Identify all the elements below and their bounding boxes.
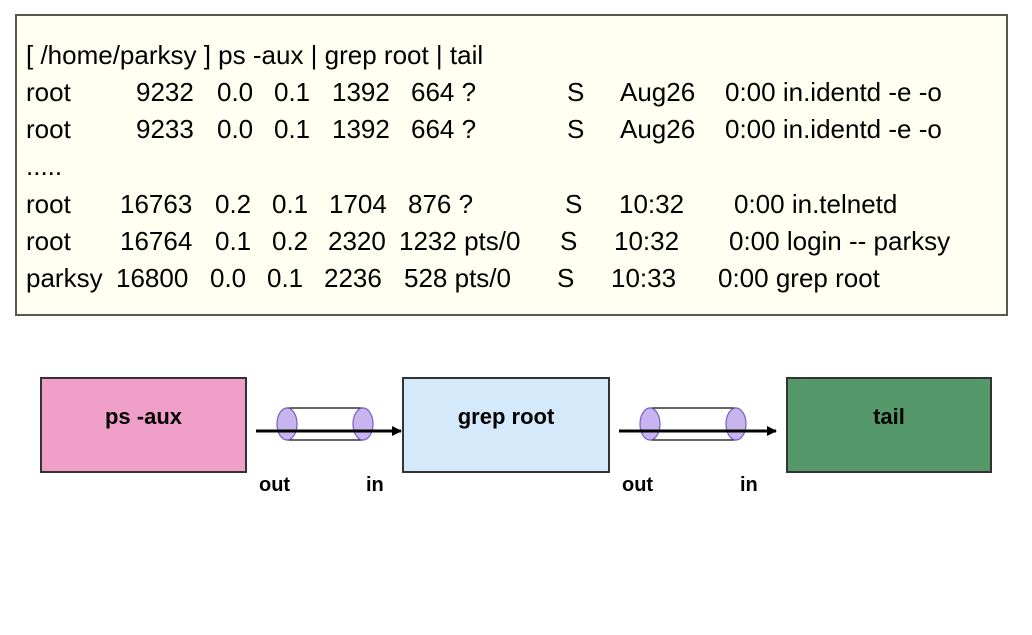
cpu-cell: 0.0 <box>217 77 254 107</box>
start-cell: 10:33 <box>611 263 677 293</box>
pipe-tube <box>649 407 737 441</box>
time-command-cell: 0:00 login -- parksy <box>729 226 951 256</box>
stat-cell: S <box>560 226 578 256</box>
mem-cell: 0.1 <box>274 114 311 144</box>
vsz-cell: 2236 <box>324 263 382 293</box>
cpu-cell: 0.0 <box>217 114 254 144</box>
vsz-cell: 1392 <box>332 114 390 144</box>
time-command-cell: 0:00 in.telnetd <box>734 189 898 219</box>
ellipsis-line: ..... <box>26 151 63 181</box>
mem-cell: 0.2 <box>272 226 309 256</box>
stage-label: grep root <box>457 404 555 429</box>
stage-box-ps-aux: ps -aux <box>40 377 247 473</box>
pid-cell: 16764 <box>120 226 193 256</box>
process-row: parksy 16800 0.0 0.1 2236 528 pts/0 S 10… <box>26 261 996 295</box>
user-cell: root <box>26 189 71 219</box>
start-cell: Aug26 <box>620 77 696 107</box>
time-command-cell: 0:00 grep root <box>718 263 880 293</box>
pipe-connectors <box>256 407 777 441</box>
process-row: root 9233 0.0 0.1 1392 664 ? S Aug26 0:0… <box>26 112 996 146</box>
pipe-tube <box>286 407 364 441</box>
stat-cell: S <box>557 263 575 293</box>
terminal-output-panel: [ /home/parksy ] ps -aux | grep root | t… <box>15 14 1008 316</box>
pipe-2 <box>619 407 777 441</box>
time-command-cell: 0:00 in.identd -e -o <box>725 114 942 144</box>
command-line: [ /home/parksy ] ps -aux | grep root | t… <box>26 40 484 70</box>
pipe-in-end <box>352 407 374 441</box>
user-cell: root <box>26 77 71 107</box>
mem-cell: 0.1 <box>274 77 311 107</box>
pipe-in-label: in <box>366 474 384 496</box>
cpu-cell: 0.0 <box>210 263 247 293</box>
vsz-cell: 1392 <box>332 77 390 107</box>
rss-tty-cell: 664 ? <box>411 114 477 144</box>
cpu-cell: 0.1 <box>215 226 252 256</box>
stat-cell: S <box>567 77 585 107</box>
pipe-out-end <box>276 407 298 441</box>
pid-cell: 16763 <box>120 189 193 219</box>
start-cell: Aug26 <box>620 114 696 144</box>
pid-cell: 9233 <box>136 114 194 144</box>
user-cell: parksy <box>26 263 103 293</box>
stage-box-tail: tail <box>786 377 992 473</box>
process-row: root 9232 0.0 0.1 1392 664 ? S Aug26 0:0… <box>26 75 996 109</box>
pipe-out-label: out <box>622 474 654 496</box>
time-command-cell: 0:00 in.identd -e -o <box>725 77 942 107</box>
user-cell: root <box>26 226 71 256</box>
stat-cell: S <box>567 114 585 144</box>
rss-tty-cell: 664 ? <box>411 77 477 107</box>
stage-label: ps -aux <box>104 404 183 429</box>
pipe-1 <box>256 407 402 441</box>
stage-box-grep-root: grep root <box>402 377 610 473</box>
pid-cell: 16800 <box>116 263 189 293</box>
cpu-cell: 0.2 <box>215 189 252 219</box>
pid-cell: 9232 <box>136 77 194 107</box>
stat-cell: S <box>565 189 583 219</box>
pipe-out-end <box>639 407 661 441</box>
rss-tty-cell: 528 pts/0 <box>404 263 511 293</box>
start-cell: 10:32 <box>619 189 685 219</box>
start-cell: 10:32 <box>614 226 680 256</box>
user-cell: root <box>26 114 71 144</box>
rss-tty-cell: 876 ? <box>408 189 474 219</box>
mem-cell: 0.1 <box>267 263 304 293</box>
process-row: root 16764 0.1 0.2 2320 1232 pts/0 S 10:… <box>26 224 996 258</box>
mem-cell: 0.1 <box>272 189 309 219</box>
vsz-cell: 1704 <box>329 189 387 219</box>
process-row: root 16763 0.2 0.1 1704 876 ? S 10:32 0:… <box>26 187 996 221</box>
pipe-in-end <box>725 407 747 441</box>
stage-label: tail <box>873 404 905 429</box>
pipe-out-label: out <box>259 474 291 496</box>
rss-tty-cell: 1232 pts/0 <box>399 226 521 256</box>
vsz-cell: 2320 <box>328 226 386 256</box>
pipe-in-label: in <box>740 474 758 496</box>
